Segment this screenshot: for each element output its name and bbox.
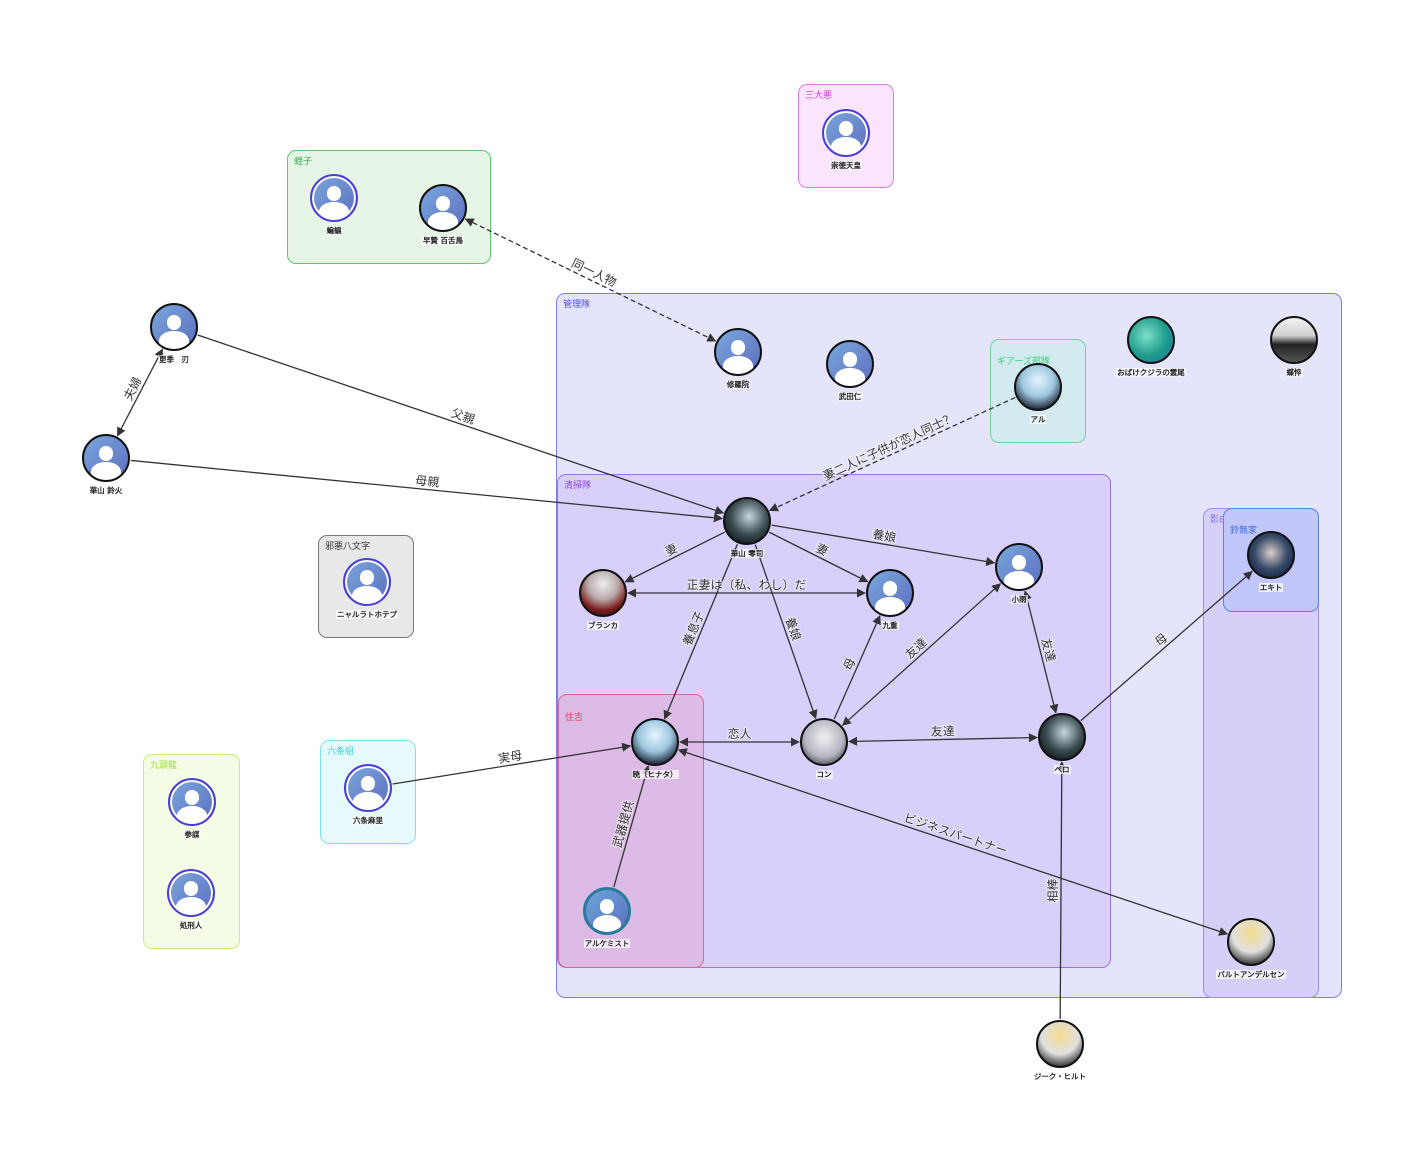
person-icon bbox=[150, 303, 198, 351]
character-portrait bbox=[1127, 316, 1175, 364]
character-portrait bbox=[1227, 918, 1275, 966]
group-label: ギアーズ部隊 bbox=[997, 357, 1051, 367]
person-icon bbox=[168, 778, 216, 826]
node-label: 小雨 bbox=[1010, 595, 1028, 604]
relationship-edge[interactable] bbox=[392, 742, 632, 785]
person-icon bbox=[583, 887, 631, 935]
node-label: コン bbox=[815, 770, 833, 779]
person-icon bbox=[344, 764, 392, 812]
edge-label: 恋人 bbox=[727, 726, 751, 741]
edge-label: 友達 bbox=[1039, 637, 1058, 664]
character-portrait bbox=[723, 497, 771, 545]
character-portrait bbox=[1038, 713, 1086, 761]
group-label: 蛭子 bbox=[294, 157, 313, 167]
character-portrait bbox=[631, 718, 679, 766]
edge-label: 養娘 bbox=[871, 526, 897, 545]
group-label: 鈴無家 bbox=[1230, 526, 1258, 536]
group-label: 影由 bbox=[1210, 515, 1229, 525]
node-label: 華山 鈴火 bbox=[88, 486, 124, 495]
group-label: 邪悪八文字 bbox=[325, 542, 371, 552]
character-portrait bbox=[1270, 316, 1318, 364]
node-label: 暁（ヒナタ） bbox=[631, 770, 679, 779]
person-icon bbox=[343, 558, 391, 606]
person-icon bbox=[310, 174, 358, 222]
relationship-edge[interactable] bbox=[754, 544, 818, 720]
relationship-edge[interactable] bbox=[768, 396, 1016, 512]
node-label: 更季 刃 bbox=[158, 355, 190, 364]
node-label: 武田仁 bbox=[837, 392, 863, 401]
person-icon bbox=[167, 869, 215, 917]
relationship-edge[interactable] bbox=[677, 748, 1229, 936]
node-label: 九重 bbox=[881, 621, 899, 630]
person-icon bbox=[866, 569, 914, 617]
person-icon bbox=[714, 328, 762, 376]
node-label: 修羅院 bbox=[725, 380, 751, 389]
group-suzunashi[interactable]: 鈴無家 bbox=[1223, 508, 1319, 612]
group-label: 清掃隊 bbox=[564, 481, 592, 491]
relationship-edge[interactable] bbox=[116, 348, 164, 437]
node-label: 蝙蝠 bbox=[325, 226, 343, 235]
node-label: アルケミスト bbox=[583, 939, 631, 948]
character-portrait bbox=[579, 569, 627, 617]
relationship-edge[interactable] bbox=[771, 524, 996, 566]
edge-label: 母親 bbox=[415, 473, 440, 489]
node-label: 参謀 bbox=[183, 830, 201, 839]
edge-label: 友達 bbox=[903, 635, 930, 661]
relationship-edge[interactable] bbox=[848, 733, 1038, 746]
person-icon bbox=[419, 184, 467, 232]
group-label: 六条組 bbox=[327, 747, 355, 757]
edge-label: 養娘 bbox=[782, 615, 804, 643]
group-label: 三大悪 bbox=[805, 91, 833, 101]
character-portrait bbox=[1036, 1020, 1084, 1068]
relationship-edge[interactable] bbox=[464, 218, 717, 342]
node-label: 六条麻里 bbox=[352, 816, 384, 825]
edge-label: 相棒 bbox=[1046, 878, 1060, 902]
node-label: ペロ bbox=[1053, 765, 1071, 774]
group-label: 九頭龍 bbox=[150, 761, 178, 771]
person-icon bbox=[822, 109, 870, 157]
relationship-edge[interactable] bbox=[841, 583, 1002, 726]
person-icon bbox=[82, 434, 130, 482]
relationship-edge[interactable] bbox=[1080, 570, 1253, 722]
edge-label: ビジネスパートナー bbox=[902, 811, 1009, 859]
relationship-edge[interactable] bbox=[1022, 590, 1059, 714]
node-label: ブランカ bbox=[587, 621, 619, 630]
node-label: 崇徳天皇 bbox=[830, 161, 862, 170]
person-icon bbox=[826, 340, 874, 388]
relationship-edge[interactable] bbox=[130, 459, 724, 523]
node-label: ジーク・ヒルト bbox=[1032, 1072, 1088, 1081]
relationship-edge[interactable] bbox=[769, 531, 869, 583]
edge-label: 武器提供 bbox=[609, 799, 637, 849]
node-label: バルトアンデルセン bbox=[1216, 970, 1286, 979]
node-label: 早贄 百舌鳥 bbox=[421, 236, 465, 245]
node-label: アル bbox=[1029, 415, 1047, 424]
edge-label: 正妻は（私、わし）だ bbox=[686, 578, 806, 592]
group-label: 住吉 bbox=[565, 713, 584, 723]
edge-label: 友達 bbox=[931, 724, 955, 739]
relationship-edge[interactable] bbox=[624, 531, 725, 583]
edge-label: 妻二人に子供が恋人同士？ bbox=[820, 409, 957, 483]
node-label: 蝶悴 bbox=[1285, 368, 1303, 377]
character-portrait bbox=[1014, 363, 1062, 411]
relationship-edge[interactable] bbox=[1057, 761, 1067, 1020]
character-portrait bbox=[1247, 531, 1295, 579]
node-label: 処刑人 bbox=[178, 921, 204, 930]
relationship-edge[interactable] bbox=[613, 765, 651, 888]
person-icon bbox=[995, 543, 1043, 591]
relationship-edge[interactable] bbox=[663, 543, 738, 720]
edge-label: 父親 bbox=[449, 406, 476, 427]
edge-label: 夫婦 bbox=[120, 374, 144, 402]
edge-label: 母 bbox=[1152, 631, 1170, 649]
character-portrait bbox=[800, 718, 848, 766]
relationship-edge[interactable] bbox=[197, 334, 725, 515]
node-label: エキト bbox=[1258, 583, 1284, 592]
node-label: おばけクジラの霊尾 bbox=[1116, 368, 1186, 377]
node-label: ニャルラトホテプ bbox=[336, 610, 398, 619]
edge-label: 実母 bbox=[497, 747, 523, 766]
node-label: 華山 零司 bbox=[729, 549, 765, 558]
